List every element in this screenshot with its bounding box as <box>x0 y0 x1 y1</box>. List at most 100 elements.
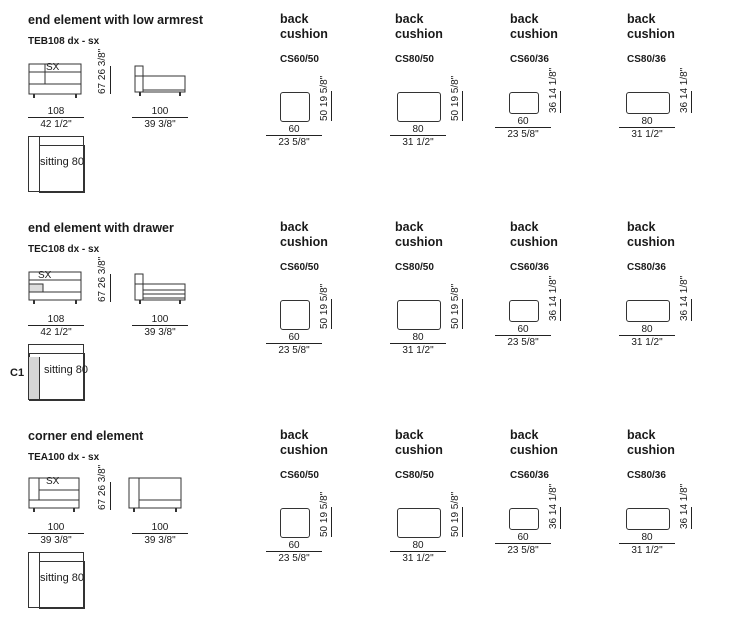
cushion-code: CS60/36 <box>510 262 549 273</box>
plan-view-armrest <box>29 357 40 399</box>
cushion-height-dimension-metric: 50 <box>319 317 330 329</box>
cushion-height-dimension: 50 19 5/8" <box>450 76 461 121</box>
side-width-dimension-imperial: 39 3/8" <box>132 325 188 338</box>
cushion-height-dimension-rule <box>331 299 332 329</box>
front-width-dimension-metric: 108 <box>47 106 65 117</box>
cushion-height-dimension-imperial: 14 1/8" <box>548 67 559 100</box>
cushion-code: CS80/36 <box>627 262 666 273</box>
cushion-header: back cushion <box>627 220 675 249</box>
side-width-dimension-metric: 100 <box>151 314 169 325</box>
cushion-code: CS60/50 <box>280 262 319 273</box>
model-code: TEC108 dx - sx <box>28 244 100 255</box>
cushion-width-dimension-metric: 80 <box>641 324 653 335</box>
cushion-width-dimension-imperial: 23 5/8" <box>266 343 322 356</box>
cushion-drawing <box>397 92 441 122</box>
cushion-width-dimension-imperial: 23 5/8" <box>495 543 551 556</box>
cushion-width-dimension-imperial: 23 5/8" <box>495 127 551 140</box>
cushion-width-dimension-metric: 80 <box>412 332 424 343</box>
side-label: SX <box>46 476 60 487</box>
cushion-code: CS80/50 <box>395 262 434 273</box>
c1-label: C1 <box>10 367 25 379</box>
plan-view-drawing <box>28 344 85 401</box>
cushion-drawing <box>397 508 441 538</box>
cushion-width-dimension-imperial: 31 1/2" <box>390 551 446 564</box>
front-view-drawing <box>28 271 82 304</box>
side-label: SX <box>46 62 60 73</box>
cushion-height-dimension-rule <box>462 299 463 329</box>
cushion-width-dimension-imperial: 31 1/2" <box>619 543 675 556</box>
cushion-height-dimension-metric: 50 <box>319 525 330 537</box>
cushion-header: back cushion <box>280 428 328 457</box>
height-dimension-rule <box>110 274 111 302</box>
cushion-header: back cushion <box>395 12 443 41</box>
cushion-width-dimension-metric: 80 <box>412 124 424 135</box>
plan-view-armrest <box>29 553 40 607</box>
cushion-height-dimension-sep <box>679 307 690 310</box>
cushion-width-dimension-metric: 60 <box>288 124 300 135</box>
cushion-height-dimension-imperial: 19 5/8" <box>319 491 330 524</box>
side-width-dimension-imperial: 39 3/8" <box>132 533 188 546</box>
cushion-width-dimension-metric: 60 <box>517 532 529 543</box>
cushion-height-dimension-metric: 50 <box>450 317 461 329</box>
cushion-code: CS80/50 <box>395 470 434 481</box>
cushion-header: back cushion <box>280 220 328 249</box>
section-title: end element with drawer <box>28 221 174 235</box>
cushion-height-dimension: 36 14 1/8" <box>679 276 690 321</box>
cushion-width-dimension-imperial: 23 5/8" <box>266 551 322 564</box>
cushion-height-dimension: 50 19 5/8" <box>450 284 461 329</box>
cushion-height-dimension-rule <box>560 91 561 113</box>
cushion-height-dimension-sep <box>548 515 559 518</box>
cushion-height-dimension: 50 19 5/8" <box>450 491 461 537</box>
cushion-height-dimension-metric: 50 <box>319 109 330 121</box>
plan-view-drawing <box>28 552 85 609</box>
front-width-dimension-imperial: 42 1/2" <box>28 117 84 130</box>
sitting-label: sitting 80 <box>44 364 89 376</box>
cushion-drawing <box>509 300 539 322</box>
cushion-height-dimension-metric: 36 <box>679 517 690 529</box>
cushion-height-dimension-metric: 36 <box>548 517 559 529</box>
front-width-dimension-metric: 108 <box>47 314 65 325</box>
cushion-width-dimension-metric: 60 <box>288 332 300 343</box>
cushion-height-dimension-metric: 50 <box>450 109 461 121</box>
cushion-header: back cushion <box>510 12 558 41</box>
side-width-dimension-imperial: 39 3/8" <box>132 117 188 130</box>
height-dimension-imperial: 26 3/8" <box>97 464 108 497</box>
cushion-header: back cushion <box>395 428 443 457</box>
height-dimension-sep <box>97 288 108 291</box>
cushion-height-dimension: 50 19 5/8" <box>319 284 330 329</box>
cushion-height-dimension-imperial: 14 1/8" <box>548 275 559 308</box>
cushion-height-dimension-sep <box>548 307 559 310</box>
cushion-height-dimension: 36 14 1/8" <box>679 484 690 529</box>
height-dimension-metric: 67 <box>97 290 108 302</box>
cushion-height-dimension-imperial: 19 5/8" <box>450 491 461 524</box>
side-view-drawing <box>134 65 186 96</box>
model-code: TEA100 dx - sx <box>28 452 100 463</box>
cushion-height-dimension: 36 14 1/8" <box>548 275 559 321</box>
cushion-drawing <box>626 508 670 530</box>
cushion-drawing <box>280 92 310 122</box>
cushion-height-dimension-sep <box>319 523 330 526</box>
cushion-height-dimension: 36 14 1/8" <box>548 67 559 113</box>
cushion-drawing <box>509 92 539 114</box>
cushion-drawing <box>280 300 310 330</box>
height-dimension-metric: 67 <box>97 82 108 94</box>
side-label: SX <box>38 270 52 281</box>
cushion-width-dimension-imperial: 23 5/8" <box>266 135 322 148</box>
cushion-header: back cushion <box>510 220 558 249</box>
cushion-width-dimension-imperial: 31 1/2" <box>619 127 675 140</box>
cushion-height-dimension-rule <box>560 507 561 529</box>
cushion-drawing <box>509 508 539 530</box>
cushion-height-dimension-metric: 36 <box>679 309 690 321</box>
cushion-width-dimension-metric: 80 <box>412 540 424 551</box>
cushion-width-dimension-metric: 80 <box>641 116 653 127</box>
cushion-height-dimension-sep <box>319 315 330 318</box>
section-title: corner end element <box>28 429 144 443</box>
cushion-height-dimension-imperial: 19 5/8" <box>319 75 330 108</box>
